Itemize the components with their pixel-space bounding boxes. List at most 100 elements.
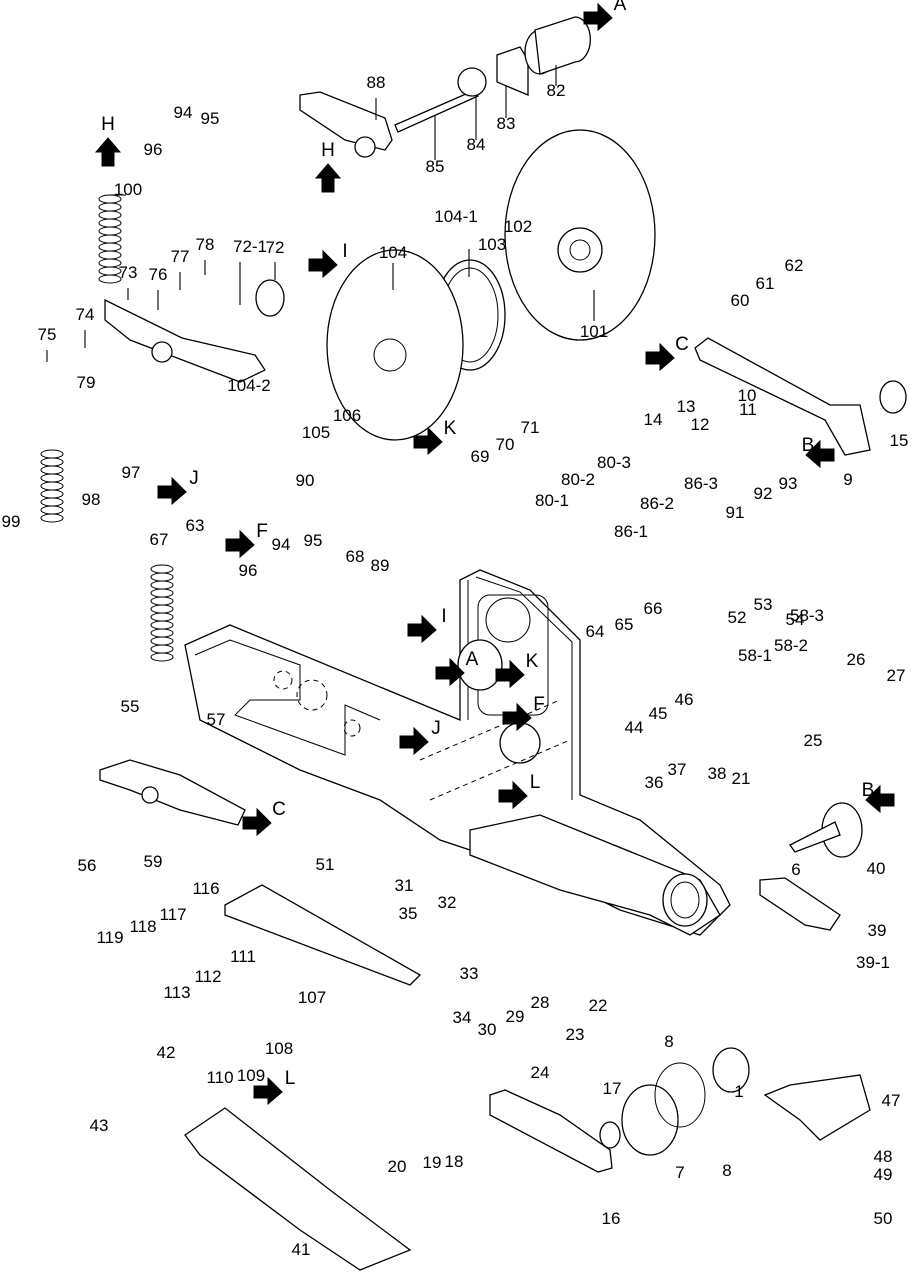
arrow-label: C — [272, 799, 286, 820]
part-label: 90 — [296, 471, 315, 490]
shaft-6 — [789, 821, 841, 853]
part-label: 45 — [649, 704, 668, 723]
plate-73 — [104, 298, 266, 383]
part-label: 1 — [734, 1082, 743, 1101]
part-label: 79 — [77, 373, 96, 392]
part-label: 98 — [82, 490, 101, 509]
part-label: 38 — [708, 764, 727, 783]
part-label: 99 — [2, 512, 21, 531]
arrow-shape — [308, 249, 338, 279]
part-label: 118 — [129, 917, 156, 936]
arrow-shape — [413, 426, 443, 456]
connector-arrow-l: L — [253, 1068, 295, 1106]
part-label: 55 — [121, 697, 140, 716]
arrow-shape — [225, 529, 255, 559]
arrow-label: K — [444, 418, 457, 439]
spring-67 — [150, 564, 174, 662]
part-label: 66 — [644, 599, 663, 618]
part-label: 39-1 — [856, 953, 890, 972]
part-label: 103 — [478, 235, 506, 254]
part-label: 112 — [194, 967, 221, 986]
part-label: 27 — [887, 666, 906, 685]
part-label: 78 — [196, 235, 215, 254]
arrow-shape — [399, 726, 429, 756]
part-labels: 1678891011121314151617181920212223242526… — [2, 73, 909, 1259]
hidden-circle-3 — [343, 719, 361, 737]
hidden-circle-1 — [273, 670, 293, 690]
arrow-label: F — [256, 521, 268, 542]
frame-inner — [194, 639, 381, 756]
part-label: 35 — [399, 904, 418, 923]
bracket-83 — [496, 46, 529, 96]
part-label: 69 — [471, 447, 490, 466]
part-label: 100 — [114, 180, 142, 199]
part-label: 43 — [90, 1116, 109, 1135]
part-label: 58-3 — [790, 606, 824, 625]
connector-arrow-h: H — [314, 140, 342, 193]
part-label: 110 — [206, 1068, 233, 1087]
cam-round — [485, 597, 531, 643]
part-label: 88 — [367, 73, 386, 92]
hidden-circle-2 — [296, 679, 328, 711]
part-label: 44 — [625, 718, 644, 737]
reel-hub-inner — [569, 239, 591, 261]
bearing-inner — [670, 881, 700, 919]
part-label: 15 — [890, 431, 909, 450]
part-label: 7 — [675, 1163, 684, 1182]
part-label: 58-1 — [738, 646, 772, 665]
arm-41 — [184, 1107, 412, 1271]
lever-55 — [99, 759, 246, 826]
arrow-label: H — [321, 140, 335, 161]
part-label: 71 — [521, 418, 540, 437]
arrow-label: B — [862, 780, 875, 801]
part-label: 34 — [453, 1008, 472, 1027]
part-label: 96 — [239, 561, 258, 580]
part-label: 92 — [754, 484, 773, 503]
part-label: 48 — [874, 1147, 893, 1166]
part-label: 19 — [423, 1153, 442, 1172]
part-label: 64 — [586, 622, 605, 641]
arrow-label: I — [342, 241, 347, 262]
part-label: 65 — [615, 615, 634, 634]
part-label: 49 — [874, 1165, 893, 1184]
part-label: 91 — [726, 503, 745, 522]
base-rail — [469, 814, 721, 936]
part-label: 30 — [478, 1020, 497, 1039]
part-label: 40 — [867, 859, 886, 878]
part-label: 104-2 — [227, 376, 270, 395]
part-label: 104-1 — [434, 207, 477, 226]
part-label: 77 — [171, 247, 190, 266]
plate-88 — [299, 91, 393, 151]
arrow-label: K — [526, 651, 539, 672]
arrow-label: A — [614, 0, 627, 15]
part-label: 86-3 — [684, 474, 718, 493]
part-label: 86-1 — [614, 522, 648, 541]
part-label: 106 — [333, 406, 361, 425]
part-label: 74 — [76, 305, 95, 324]
part-label: 59 — [144, 852, 163, 871]
arrow-label: A — [466, 649, 479, 670]
part-label: 80-3 — [597, 453, 631, 472]
part-label: 50 — [874, 1209, 893, 1228]
part-label: 56 — [78, 856, 97, 875]
plate-16 — [489, 1089, 613, 1173]
part-label: 51 — [316, 855, 335, 874]
part-label: 89 — [371, 556, 390, 575]
arrow-shape — [805, 439, 835, 469]
part-label: 53 — [754, 595, 773, 614]
shaft-85 — [394, 89, 479, 133]
arrow-shape — [253, 1076, 283, 1106]
part-label: 63 — [186, 516, 205, 535]
part-label: 28 — [531, 993, 550, 1012]
arrow-label: L — [530, 772, 541, 793]
plate-73-hub — [151, 341, 173, 363]
arrow-label: H — [101, 114, 115, 135]
part-label: 20 — [388, 1157, 407, 1176]
part-label: 8 — [722, 1161, 731, 1180]
part-label: 57 — [207, 710, 226, 729]
part-label: 75 — [38, 325, 57, 344]
leader-lines — [46, 65, 595, 362]
part-label: 21 — [732, 769, 751, 788]
gear-7-rear — [654, 1062, 706, 1128]
